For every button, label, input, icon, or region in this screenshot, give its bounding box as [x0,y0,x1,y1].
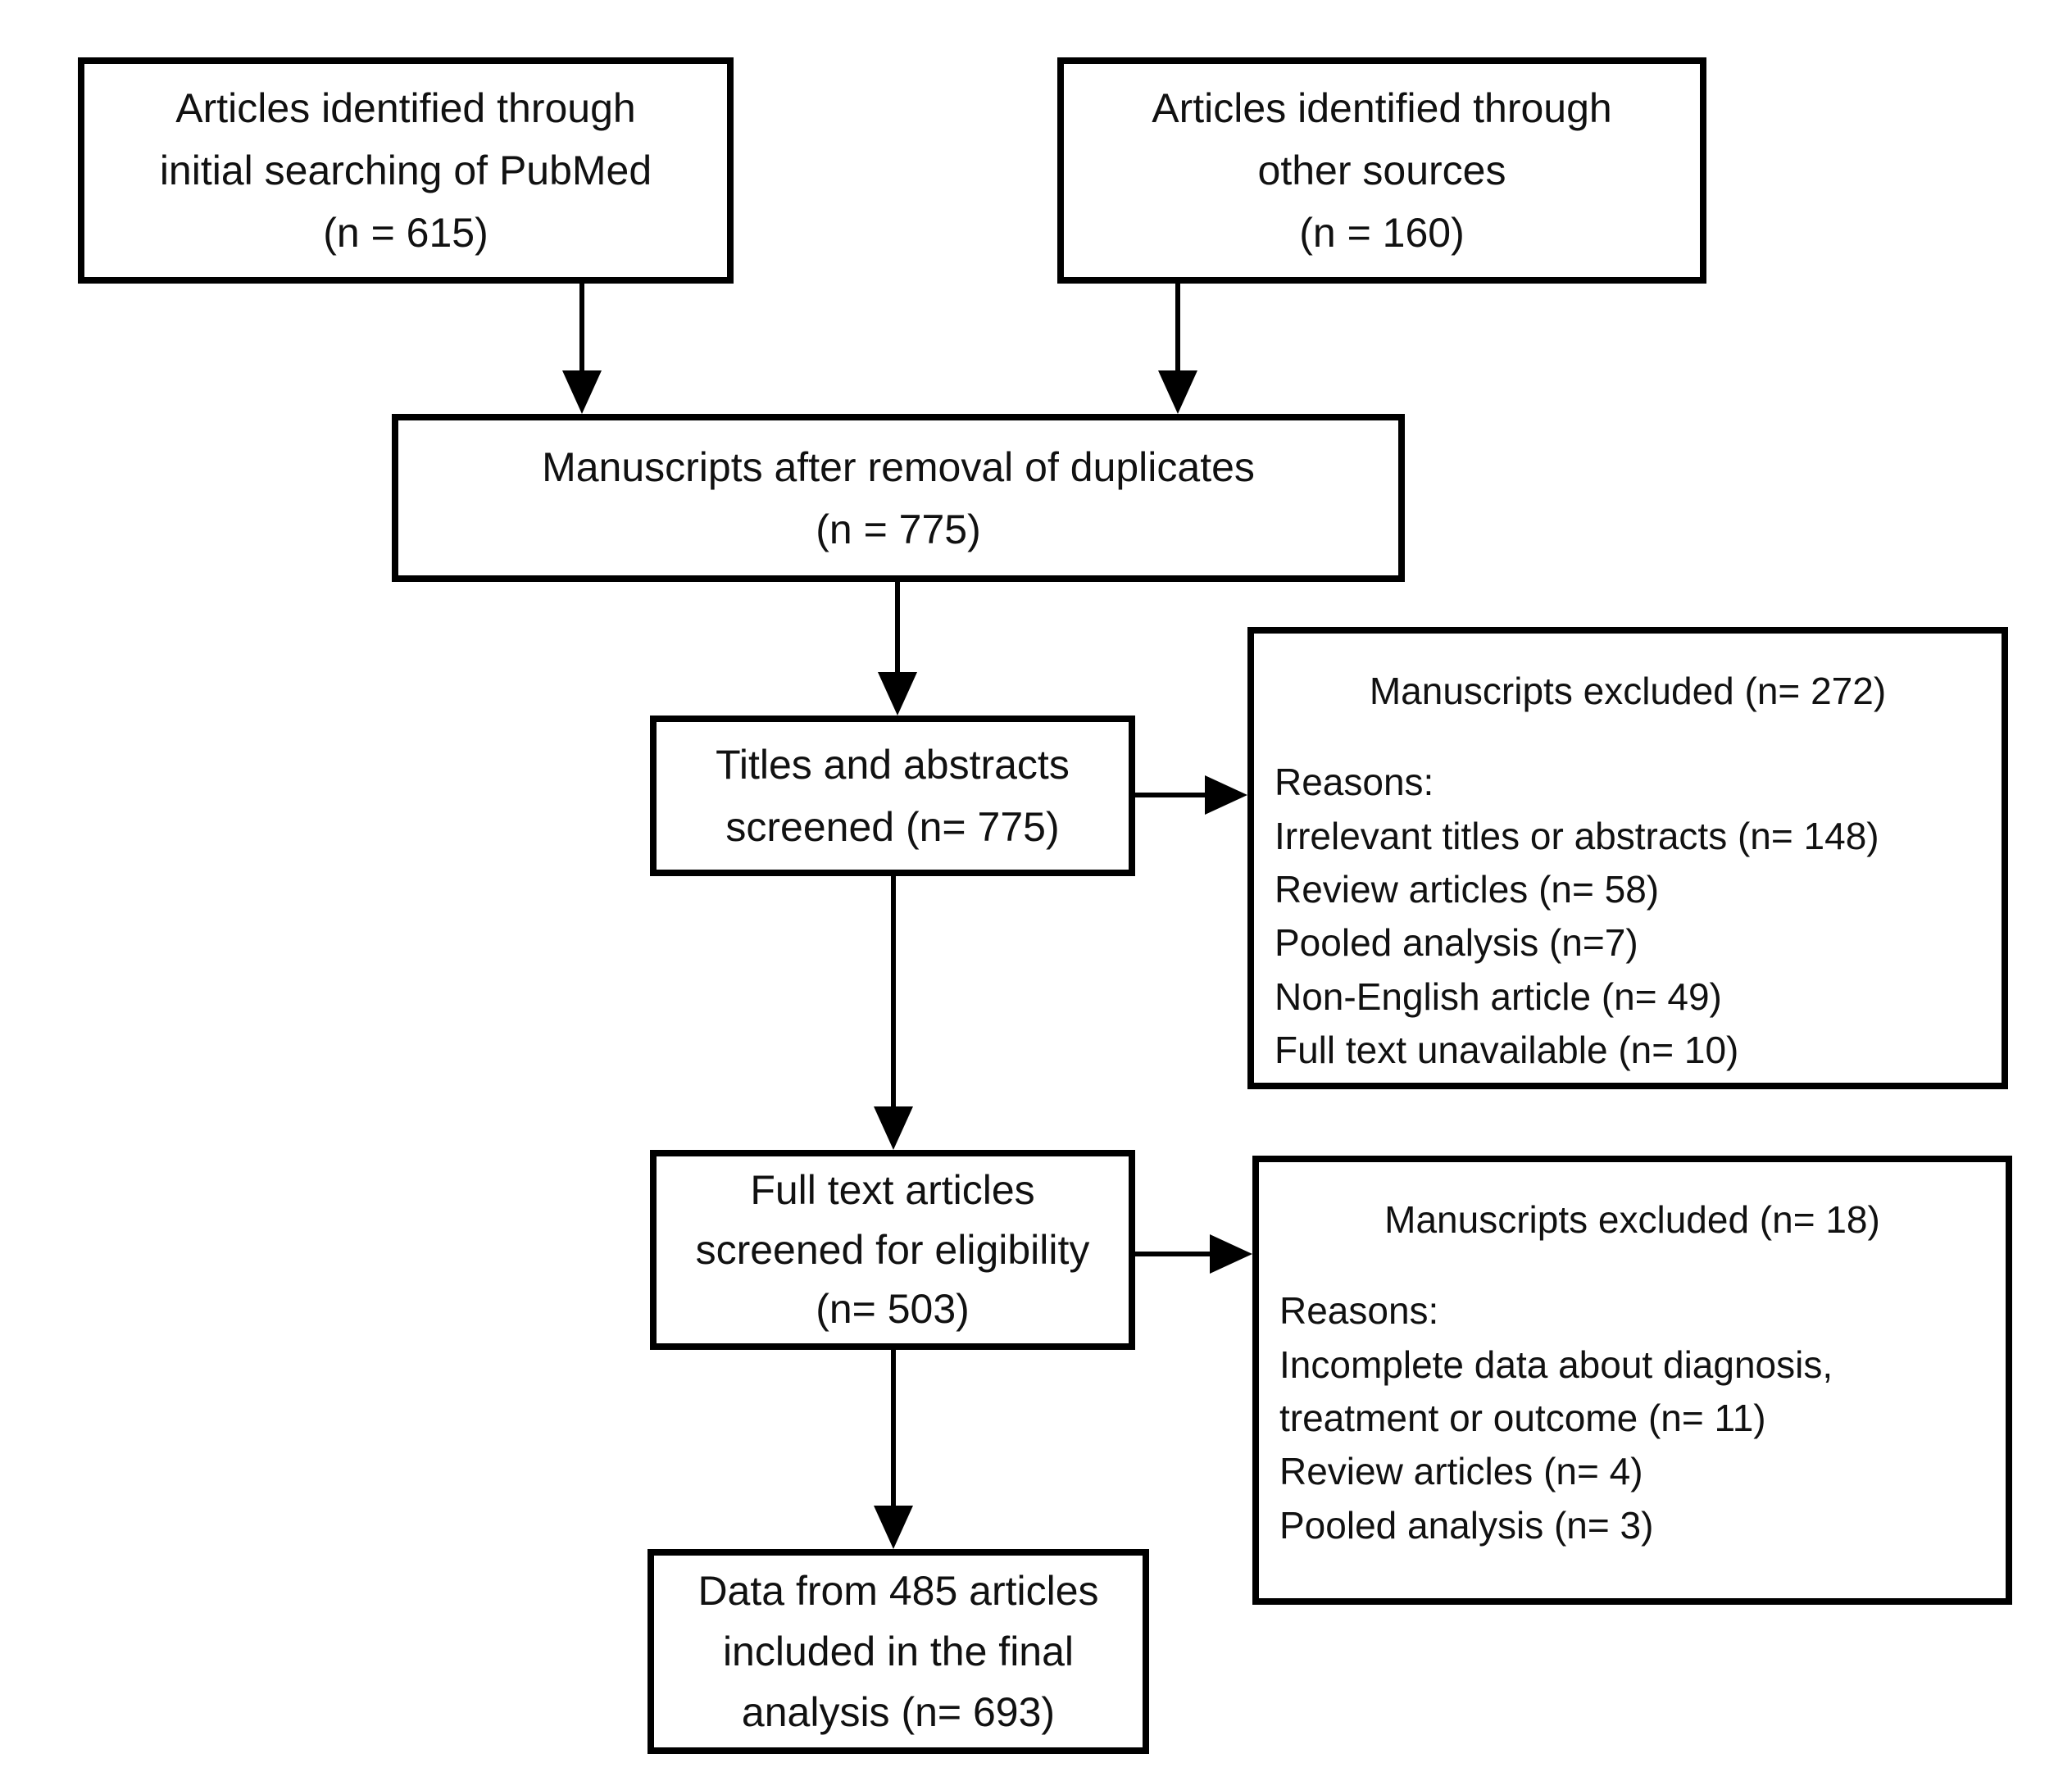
reason-item: Review articles (n= 4) [1279,1450,1643,1493]
box-titles-abstracts-screened: Titles and abstracts screened (n= 775) [650,716,1135,876]
box-text-line: Articles identified through [1152,85,1612,131]
box-count: (n= 503) [816,1286,970,1333]
arrow-screening-to-excluded [1135,775,1247,815]
reason-item: Review articles (n= 58) [1275,867,1660,911]
box-text-line: Full text articles [750,1167,1035,1214]
box-count: (n = 160) [1299,210,1465,256]
arrow-fulltext-to-final [874,1350,913,1549]
excluded-reasons: Reasons: Irrelevant titles or abstracts … [1254,756,2002,1077]
excluded-reasons: Reasons: Incomplete data about diagnosis… [1259,1284,2006,1552]
box-identified-pubmed: Articles identified through initial sear… [78,57,734,284]
box-text-line: included in the final [722,1629,1075,1674]
box-after-duplicates-removed: Manuscripts after removal of duplicates … [392,414,1405,582]
box-text-line: Manuscripts after removal of duplicates [542,443,1255,490]
reason-item: Full text unavailable (n= 10) [1275,1028,1739,1071]
box-excluded-eligibility: Manuscripts excluded (n= 18) Reasons: In… [1252,1156,2012,1605]
reasons-label: Reasons: [1279,1289,1439,1333]
arrow-other-to-dedup [1158,284,1197,414]
box-text-line: Titles and abstracts [716,742,1070,788]
reason-item: Pooled analysis (n=7) [1275,921,1638,965]
box-text-line: screened for eligibility [695,1226,1090,1273]
box-count: (n = 615) [323,210,488,256]
box-fulltext-screened: Full text articles screened for eligibil… [650,1150,1135,1350]
reason-item: Non-English article (n= 49) [1275,975,1722,1018]
arrow-dedup-to-screening [878,582,917,716]
box-count: analysis (n= 693) [741,1689,1056,1735]
reason-item: Pooled analysis (n= 3) [1279,1503,1654,1547]
reason-item: Incomplete data about diagnosis, treatme… [1279,1342,1833,1439]
box-text-line: initial searching of PubMed [159,148,652,193]
arrow-pubmed-to-dedup [562,284,602,414]
box-text-line: screened (n= 775) [725,804,1060,850]
box-included-final-analysis: Data from 485 articles included in the f… [648,1549,1149,1754]
box-count: (n = 775) [816,506,981,552]
box-identified-other-sources: Articles identified through other source… [1057,57,1706,284]
excluded-title: Manuscripts excluded (n= 272) [1369,670,1887,712]
box-text-line: Data from 485 articles [697,1568,1099,1614]
excluded-title: Manuscripts excluded (n= 18) [1384,1198,1880,1241]
arrow-screening-to-fulltext [874,876,913,1150]
box-text-line: other sources [1257,148,1506,193]
reason-item: Irrelevant titles or abstracts (n= 148) [1275,814,1879,857]
reasons-label: Reasons: [1275,761,1434,804]
arrow-fulltext-to-excluded [1135,1234,1252,1274]
box-text-line: Articles identified through [175,85,636,131]
box-excluded-screening: Manuscripts excluded (n= 272) Reasons: I… [1247,627,2008,1089]
